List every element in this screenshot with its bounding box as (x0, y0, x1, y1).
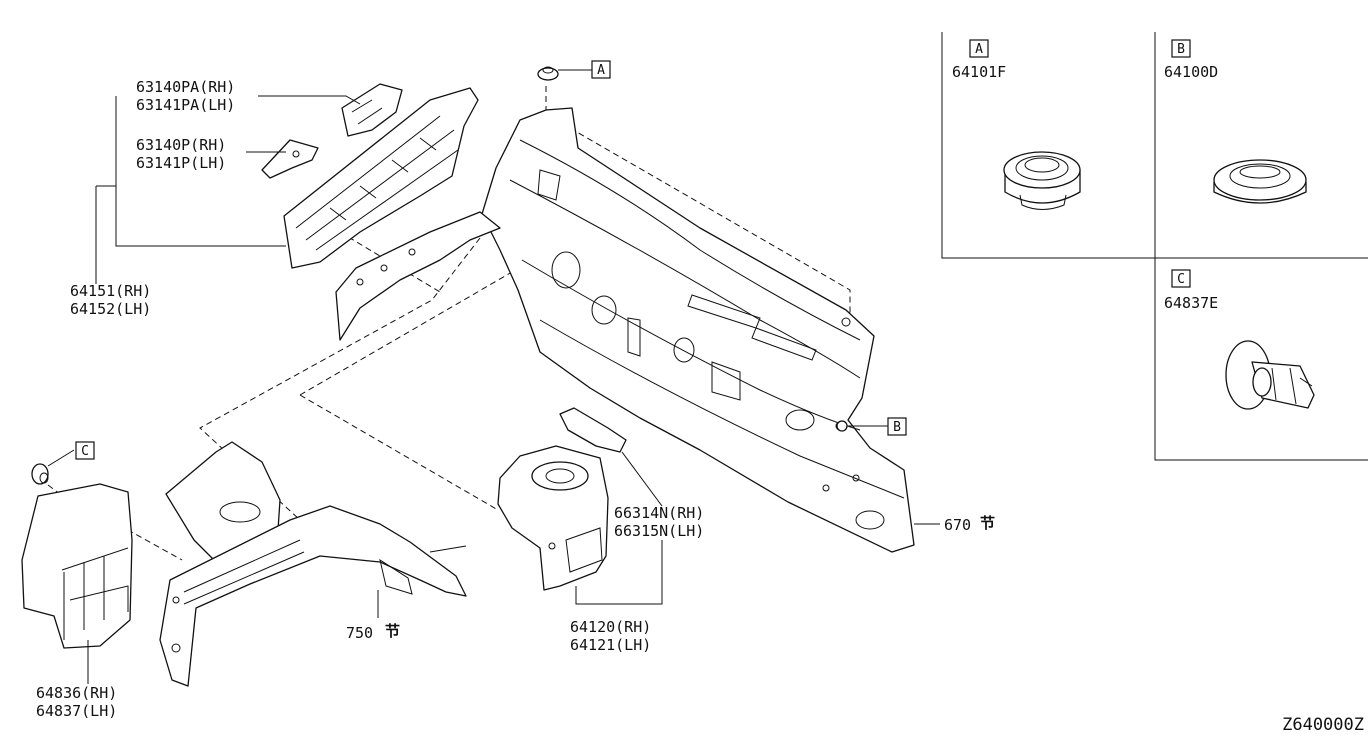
part-labels: 63140PA(RH) 63141PA(LH) 63140P(RH) 63141… (36, 78, 1364, 735)
detail-a-letter-box (969, 39, 989, 58)
label-64121: 64121(LH) (570, 636, 651, 654)
callout-b: B (893, 420, 901, 435)
label-66315n: 66315N(LH) (614, 522, 704, 540)
fastener-a-icon (537, 66, 559, 81)
label-64837: 64837(LH) (36, 702, 117, 720)
fastener-b-icon (836, 420, 848, 432)
label-64152: 64152(LH) (70, 300, 151, 318)
splash-shield-64836 (21, 483, 133, 649)
detail-panel-c: C 64837E (1164, 269, 1315, 410)
front-side-member-750 (159, 441, 467, 687)
label-670-section-mark: 节 (980, 514, 995, 532)
detail-b-letter: B (1177, 42, 1185, 57)
fastener-c-icon (31, 463, 49, 485)
label-64151: 64151(RH) (70, 282, 151, 300)
label-670: 670 (944, 516, 971, 534)
label-63141p: 63141P(LH) (136, 154, 226, 172)
bracket-63140pa (341, 83, 403, 137)
bracket-63140p (261, 139, 319, 179)
diagram-code: Z640000Z (1282, 715, 1364, 735)
grommet-64100d-icon (1213, 159, 1307, 204)
strut-housing-64120 (497, 445, 609, 591)
detail-b-letter-box (1171, 39, 1191, 58)
label-63141pa: 63141PA(LH) (136, 96, 235, 114)
detail-a-part-number: 64101F (952, 63, 1006, 81)
label-66314n: 66314N(RH) (614, 504, 704, 522)
detail-a-letter: A (975, 42, 983, 57)
callout-c: C (81, 444, 89, 459)
label-64120: 64120(RH) (570, 618, 651, 636)
label-63140pa: 63140PA(RH) (136, 78, 235, 96)
callout-a: A (597, 63, 605, 78)
detail-panels-frame (941, 32, 1368, 461)
label-750-section-mark: 节 (385, 622, 400, 640)
label-750: 750 (346, 624, 373, 642)
detail-b-part-number: 64100D (1164, 63, 1218, 81)
callout-c-box (75, 441, 95, 460)
grommet-64101f-icon (1003, 151, 1081, 210)
callout-a-box (591, 60, 611, 79)
detail-panel-b: B 64100D (1164, 39, 1307, 204)
clip-64837e-icon (1225, 340, 1315, 410)
leader-lines (87, 95, 940, 684)
detail-c-letter: C (1177, 272, 1185, 287)
label-64836: 64836(RH) (36, 684, 117, 702)
dash-panel-670 (481, 107, 915, 553)
label-63140p: 63140P(RH) (136, 136, 226, 154)
bracket-66314n (559, 407, 627, 453)
detail-c-part-number: 64837E (1164, 294, 1218, 312)
hood-ledge-64151 (283, 87, 501, 341)
detail-c-letter-box (1171, 269, 1191, 288)
callout-b-box (887, 417, 907, 436)
detail-panel-a: A 64101F (952, 39, 1081, 210)
